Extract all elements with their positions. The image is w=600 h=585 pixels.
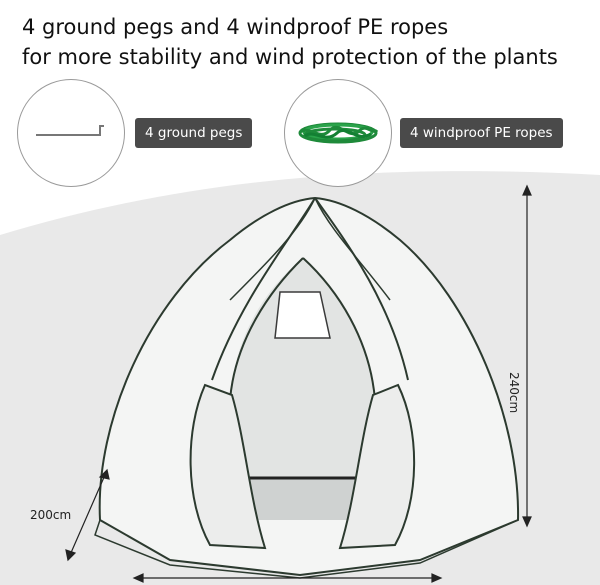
- greenhouse-tent-image: [94, 196, 520, 579]
- depth-dimension-label: 200cm: [30, 508, 72, 522]
- height-dimension-label: 240cm: [507, 372, 521, 414]
- headline-line-2: for more stability and wind protection o…: [22, 45, 558, 69]
- dimension-arrows: [65, 184, 532, 583]
- ropes-label: 4 windproof PE ropes: [400, 118, 563, 148]
- headline-line-1: 4 ground pegs and 4 windproof PE ropes: [22, 15, 449, 39]
- green-rope-icon: [298, 122, 379, 144]
- ground-pegs-label: 4 ground pegs: [135, 118, 253, 148]
- headline: 4 ground pegs and 4 windproof PE ropes f…: [22, 12, 592, 72]
- ground-pegs-circle: [17, 79, 125, 187]
- ropes-circle: [284, 79, 392, 187]
- ground-peg-icon: [36, 125, 104, 136]
